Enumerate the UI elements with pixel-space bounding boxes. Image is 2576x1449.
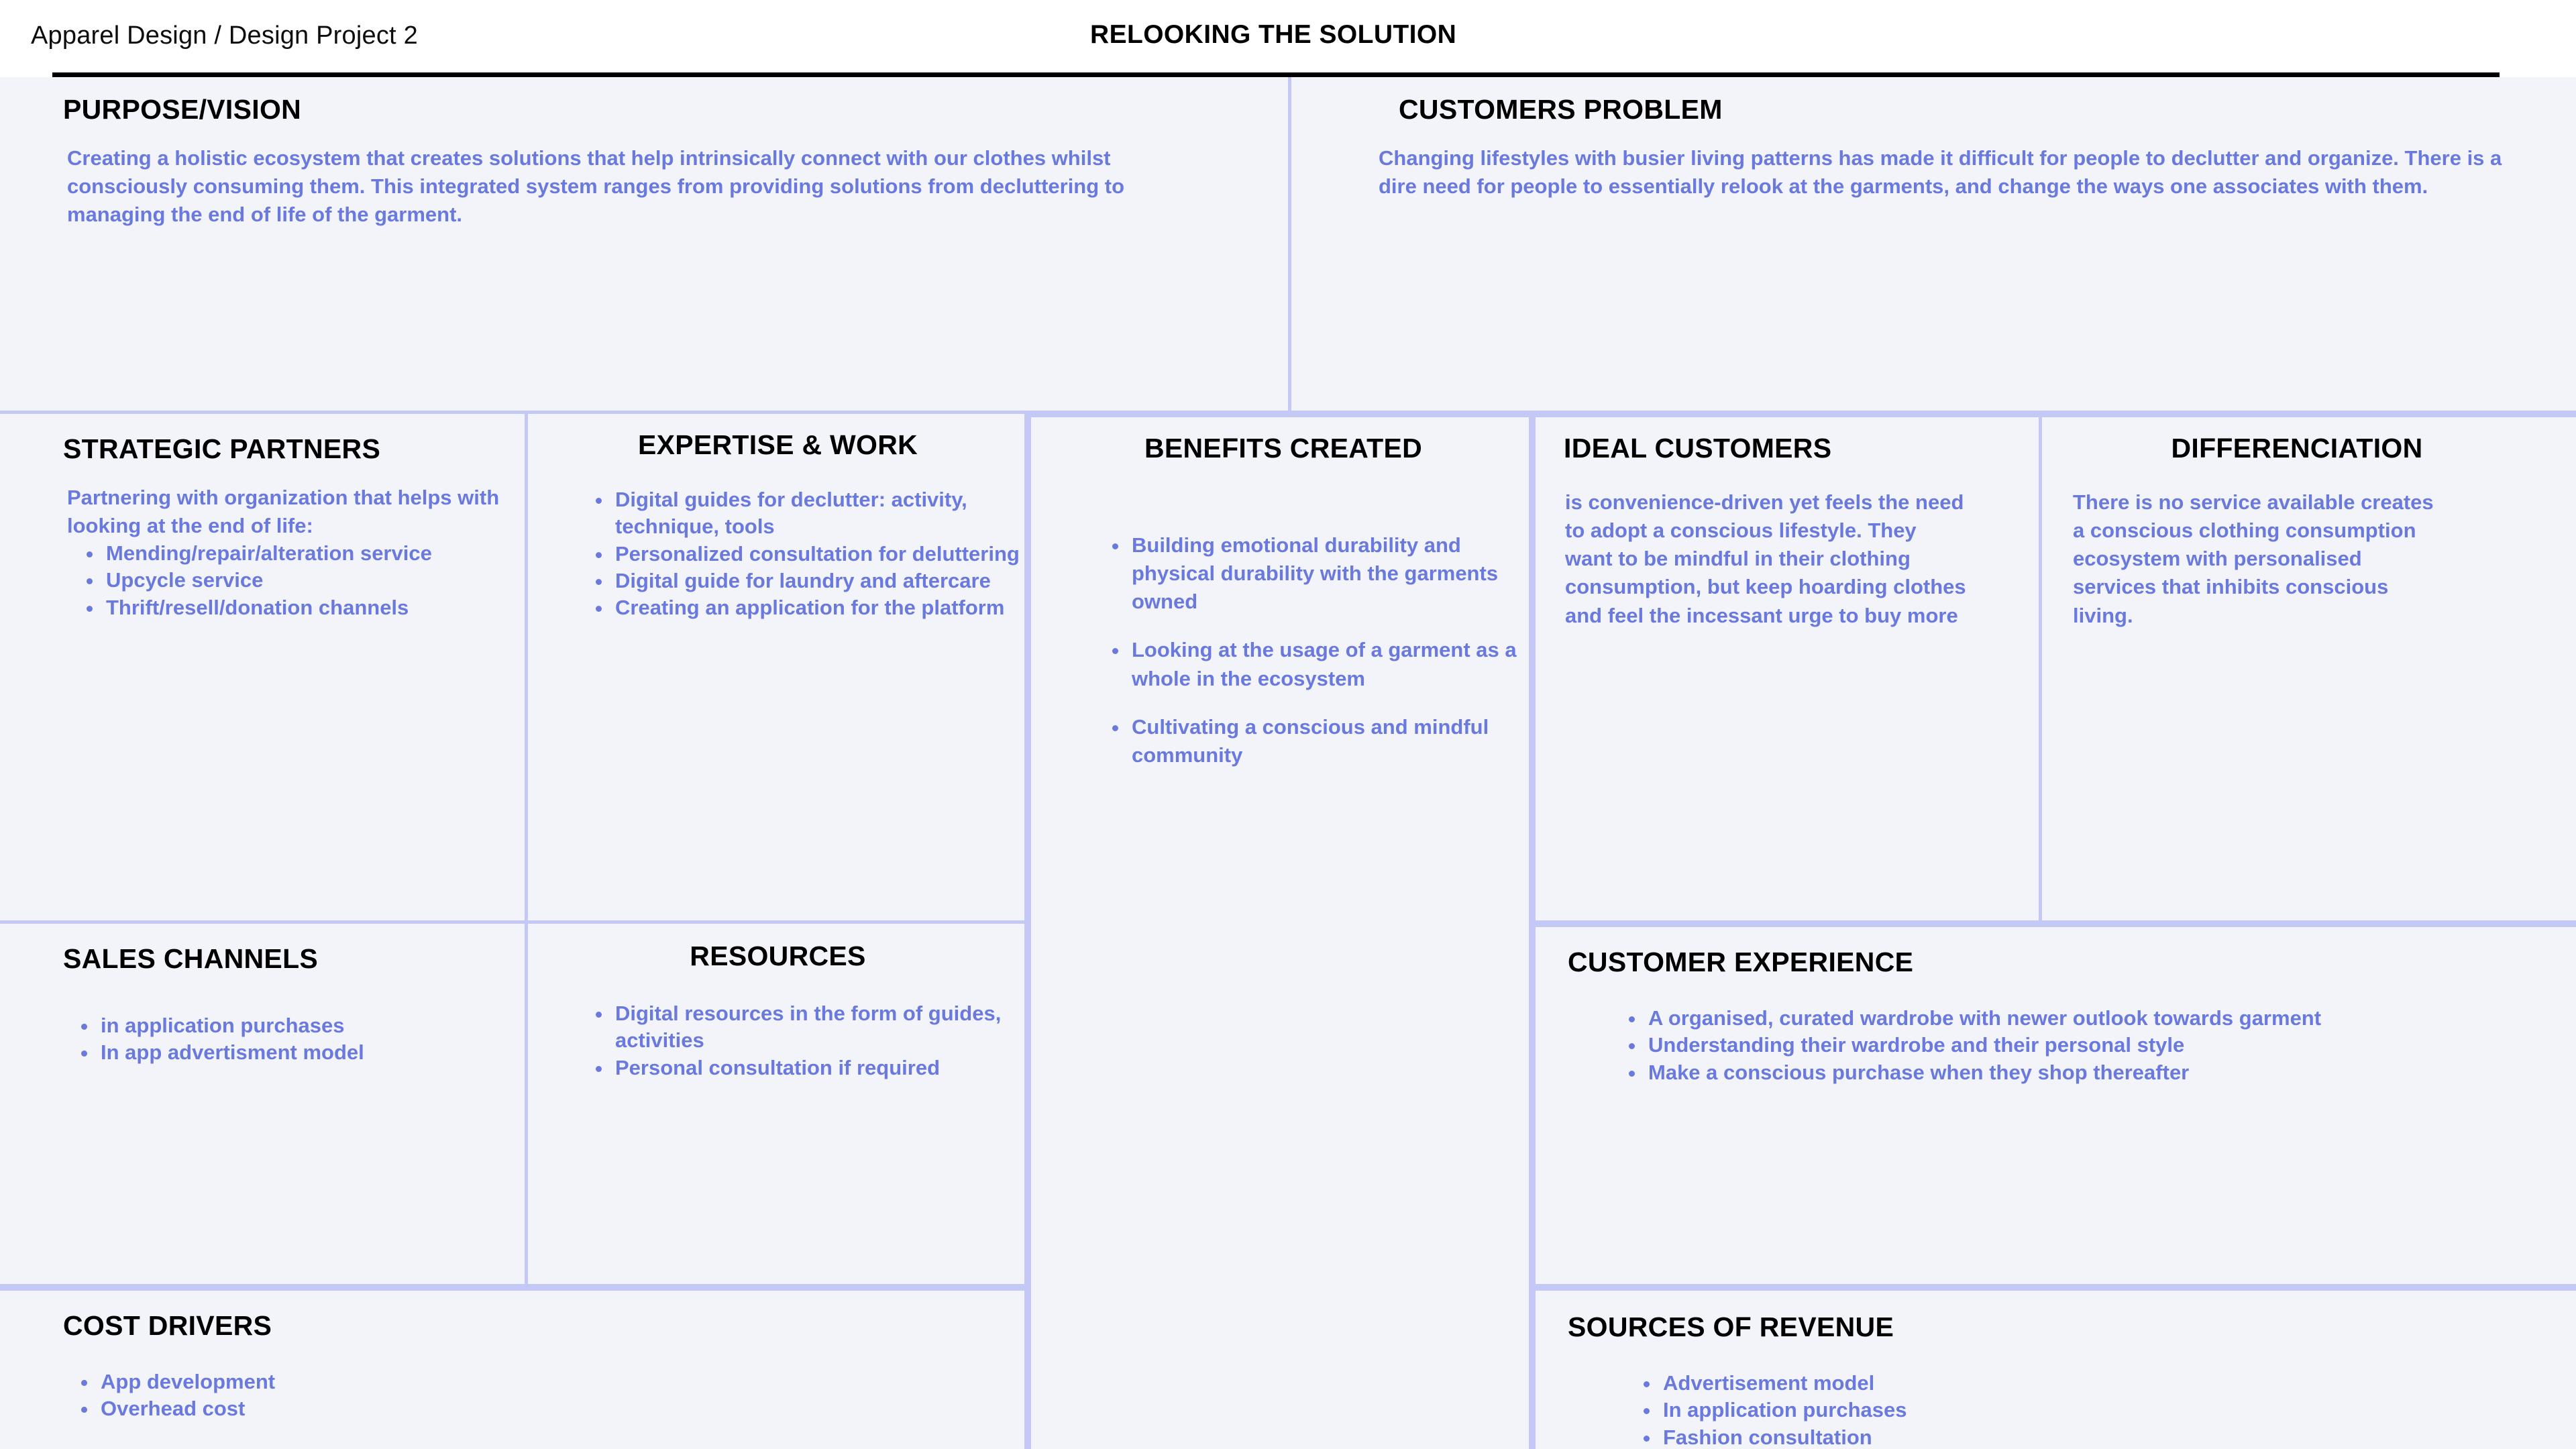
differenciation-heading: DIFFERENCIATION bbox=[2171, 433, 2423, 464]
strategic-partners-heading: STRATEGIC PARTNERS bbox=[63, 433, 381, 464]
expertise-work-heading: EXPERTISE & WORK bbox=[637, 429, 918, 460]
list-item: Overhead cost bbox=[98, 1395, 702, 1422]
purpose-vision-text: Creating a holistic ecosystem that creat… bbox=[67, 146, 1125, 227]
list-item: Mending/repair/alteration service bbox=[103, 540, 525, 567]
panel-customer-experience[interactable]: CUSTOMER EXPERIENCE A organised, curated… bbox=[1532, 924, 2576, 1287]
cost-drivers-list: App development Overhead cost bbox=[67, 1368, 702, 1423]
customers-problem-text: Changing lifestyles with busier living p… bbox=[1379, 146, 2502, 199]
list-item: Make a conscious purchase when they shop… bbox=[1646, 1059, 2571, 1086]
panel-purpose-vision[interactable]: PURPOSE/VISION Creating a holistic ecosy… bbox=[0, 77, 1291, 414]
panel-benefits-created[interactable]: BENEFITS CREATED Building emotional dura… bbox=[1028, 414, 1532, 1449]
panel-differenciation[interactable]: DIFFERENCIATION There is no service avai… bbox=[2042, 414, 2576, 924]
panel-strategic-partners[interactable]: STRATEGIC PARTNERS Partnering with organ… bbox=[0, 414, 528, 924]
benefits-created-list: Building emotional durability and physic… bbox=[1098, 531, 1518, 790]
ideal-customers-heading: IDEAL CUSTOMERS bbox=[1564, 433, 1832, 464]
panel-resources[interactable]: RESOURCES Digital resources in the form … bbox=[528, 924, 1028, 1287]
top-bar: Apparel Design / Design Project 2 RELOOK… bbox=[0, 0, 2576, 80]
panel-customers-problem[interactable]: CUSTOMERS PROBLEM Changing lifestyles wi… bbox=[1291, 77, 2576, 414]
page-title: RELOOKING THE SOLUTION bbox=[1090, 20, 1457, 49]
expertise-work-list: Digital guides for declutter: activity, … bbox=[582, 486, 1024, 621]
resources-list: Digital resources in the form of guides,… bbox=[582, 1000, 1024, 1081]
list-item: Personal consultation if required bbox=[612, 1055, 1024, 1081]
panel-expertise-work[interactable]: EXPERTISE & WORK Digital guides for decl… bbox=[528, 414, 1028, 924]
panel-cost-drivers[interactable]: COST DRIVERS App development Overhead co… bbox=[0, 1287, 1028, 1449]
list-item: Advertisement model bbox=[1660, 1370, 2264, 1397]
customer-experience-heading: CUSTOMER EXPERIENCE bbox=[1568, 947, 1914, 977]
cost-drivers-heading: COST DRIVERS bbox=[63, 1310, 272, 1341]
sources-of-revenue-list: Advertisement model In application purch… bbox=[1629, 1370, 2264, 1449]
list-item: Building emotional durability and physic… bbox=[1129, 531, 1518, 616]
list-item: Looking at the usage of a garment as a w… bbox=[1129, 636, 1518, 692]
list-item: Understanding their wardrobe and their p… bbox=[1646, 1032, 2571, 1059]
business-model-canvas: PURPOSE/VISION Creating a holistic ecosy… bbox=[0, 77, 2576, 1449]
list-item: Personalized consultation for delutterin… bbox=[612, 541, 1024, 568]
customer-experience-list: A organised, curated wardrobe with newer… bbox=[1615, 1005, 2571, 1086]
list-item: Thrift/resell/donation channels bbox=[103, 594, 525, 621]
panel-ideal-customers[interactable]: IDEAL CUSTOMERS is convenience-driven ye… bbox=[1532, 414, 2042, 924]
ideal-customers-text: is convenience-driven yet feels the need… bbox=[1565, 490, 1966, 627]
differenciation-text: There is no service available creates a … bbox=[2073, 490, 2434, 627]
customers-problem-heading: CUSTOMERS PROBLEM bbox=[1399, 94, 1723, 125]
list-item: Upcycle service bbox=[103, 567, 525, 594]
sales-channels-heading: SALES CHANNELS bbox=[63, 943, 319, 974]
list-item: In app advertisment model bbox=[98, 1039, 525, 1066]
sales-channels-list: in application purchases In app advertis… bbox=[67, 1012, 525, 1067]
purpose-vision-heading: PURPOSE/VISION bbox=[63, 94, 302, 125]
breadcrumb[interactable]: Apparel Design / Design Project 2 bbox=[31, 21, 418, 50]
list-item: Digital guide for laundry and aftercare bbox=[612, 568, 1024, 594]
resources-heading: RESOURCES bbox=[690, 941, 866, 971]
list-item: Cultivating a conscious and mindful comm… bbox=[1129, 713, 1518, 769]
list-item: App development bbox=[98, 1368, 702, 1395]
benefits-created-heading: BENEFITS CREATED bbox=[1144, 433, 1423, 464]
strategic-partners-intro: Partnering with organization that helps … bbox=[67, 486, 500, 538]
list-item: in application purchases bbox=[98, 1012, 525, 1039]
list-item: Fashion consultation bbox=[1660, 1424, 2264, 1449]
strategic-partners-list: Mending/repair/alteration service Upcycl… bbox=[72, 540, 525, 621]
list-item: In application purchases bbox=[1660, 1397, 2264, 1424]
list-item: Digital guides for declutter: activity, … bbox=[612, 486, 1024, 541]
list-item: A organised, curated wardrobe with newer… bbox=[1646, 1005, 2571, 1032]
sources-of-revenue-heading: SOURCES OF REVENUE bbox=[1568, 1311, 1894, 1342]
panel-sales-channels[interactable]: SALES CHANNELS in application purchases … bbox=[0, 924, 528, 1287]
list-item: Digital resources in the form of guides,… bbox=[612, 1000, 1024, 1055]
panel-sources-of-revenue[interactable]: SOURCES OF REVENUE Advertisement model I… bbox=[1532, 1287, 2576, 1449]
list-item: Creating an application for the platform bbox=[612, 594, 1024, 621]
